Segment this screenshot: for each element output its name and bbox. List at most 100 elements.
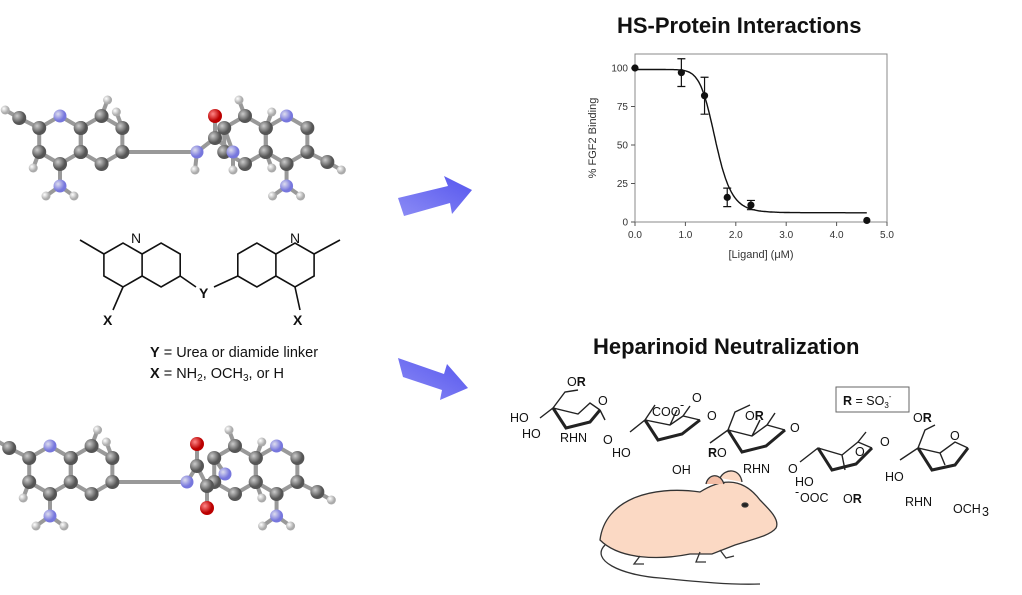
x-tick-label: 1.0 <box>678 230 692 241</box>
carbon-atom <box>2 441 17 455</box>
oxygen-atom <box>200 501 214 515</box>
carbon-atom <box>208 131 222 145</box>
carbon-atom <box>84 487 99 501</box>
carbon-atom <box>63 475 78 489</box>
scaffold-n-right: N <box>290 230 300 246</box>
sugar-label: O <box>692 391 702 405</box>
carbon-atom <box>290 451 305 465</box>
arrow-to-hs-protein-icon <box>398 176 472 216</box>
carbon-atom <box>238 109 252 123</box>
hydrogen-atom <box>286 521 296 531</box>
diamide-molecule-3d-model <box>0 425 336 531</box>
hydrogen-atom <box>268 191 278 201</box>
carbon-atom <box>269 487 284 501</box>
carbon-atom <box>190 459 204 473</box>
arrow-to-heparinoid-icon <box>398 358 468 400</box>
hydrogen-atom <box>0 105 10 115</box>
sugar-label: COO <box>652 405 681 419</box>
sugar-label: 3 <box>982 505 989 519</box>
carbon-atom <box>258 145 273 159</box>
sugar-label: HO <box>510 411 529 425</box>
hydrogen-atom <box>296 191 306 201</box>
y-axis-label: % FGF2 Binding <box>587 98 599 179</box>
caption-x: X = NH2, OCH3, or H <box>150 366 284 384</box>
nitrogen-atom <box>53 179 67 193</box>
carbon-atom <box>84 439 99 453</box>
hydrogen-atom <box>111 107 121 117</box>
carbon-atom <box>63 451 78 465</box>
data-point <box>677 69 685 77</box>
nitrogen-atom <box>270 439 284 453</box>
carbon-atom <box>105 451 120 465</box>
sugar-label-rhn: RHN <box>560 431 587 445</box>
hydrogen-atom <box>93 425 103 435</box>
carbon-atom <box>217 121 232 135</box>
carbon-atom <box>290 475 305 489</box>
sugar-label: - <box>680 398 684 412</box>
sugar-label: HO <box>795 475 814 489</box>
hydrogen-atom <box>18 493 28 503</box>
carbon-atom <box>238 157 252 171</box>
scaffold-n-left: N <box>131 230 141 246</box>
sugar-label: O <box>788 462 798 476</box>
carbon-atom <box>94 109 109 123</box>
y-tick-label: 50 <box>617 141 629 152</box>
sugar-label: OH <box>672 463 691 477</box>
r-definition-box <box>835 386 910 413</box>
sugar-label: OCH <box>953 502 981 516</box>
hydrogen-atom <box>28 163 38 173</box>
sugar-label-rhn: RHN <box>743 462 770 476</box>
hydrogen-atom <box>69 191 79 201</box>
y-tick-label: 25 <box>617 179 629 190</box>
carbon-atom <box>22 475 37 489</box>
hydrogen-atom <box>267 107 277 117</box>
sugar-label: OR <box>843 492 862 506</box>
sugar-label: HO <box>885 470 904 484</box>
carbon-atom <box>228 487 242 501</box>
hydrogen-atom <box>267 163 277 173</box>
carbon-atom <box>320 155 335 169</box>
carbon-atom <box>32 145 47 159</box>
data-point <box>700 92 709 100</box>
r-definition: R = SO3- <box>843 392 892 410</box>
nitrogen-atom <box>53 109 67 123</box>
sugar-label: O <box>603 433 613 447</box>
sugar-label: HO <box>522 427 541 441</box>
sugar-label: O <box>880 435 890 449</box>
hydrogen-atom <box>258 521 268 531</box>
sugar-label-rhn: RHN <box>905 495 932 509</box>
carbon-atom <box>115 121 130 135</box>
plot-frame <box>634 53 888 223</box>
carbon-atom <box>248 475 263 489</box>
nitrogen-atom <box>226 145 240 159</box>
carbon-atom <box>200 479 214 493</box>
x-tick-label: 0.0 <box>628 230 642 241</box>
oxygen-atom <box>190 437 204 451</box>
sugar-label: O <box>855 445 865 459</box>
carbon-atom <box>207 451 222 465</box>
carbon-atom <box>105 475 120 489</box>
sugar-label: OR <box>745 409 764 423</box>
sugar-label: HO <box>612 446 631 460</box>
hydrogen-atom <box>59 521 69 531</box>
sugar-label: O <box>598 394 608 408</box>
hydrogen-atom <box>228 165 238 175</box>
scaffold-x-left: X <box>103 312 113 328</box>
data-point <box>747 201 755 209</box>
urea-molecule-3d-model <box>0 95 346 201</box>
carbon-atom <box>94 157 109 171</box>
data-point <box>863 216 871 225</box>
x-tick-label: 5.0 <box>880 230 894 241</box>
sugar-label: OR <box>567 375 586 389</box>
scaffold-structure <box>79 239 341 311</box>
nitrogen-atom <box>218 467 232 481</box>
y-tick-label: 75 <box>617 102 629 113</box>
carbon-atom <box>300 121 315 135</box>
nitrogen-atom <box>280 179 294 193</box>
carbon-atom <box>43 487 57 501</box>
caption-y: Y = Urea or diamide linker <box>150 345 318 361</box>
mouse-illustration <box>599 470 778 585</box>
nitrogen-atom <box>270 509 284 523</box>
sugar-label: OOC <box>800 491 828 505</box>
